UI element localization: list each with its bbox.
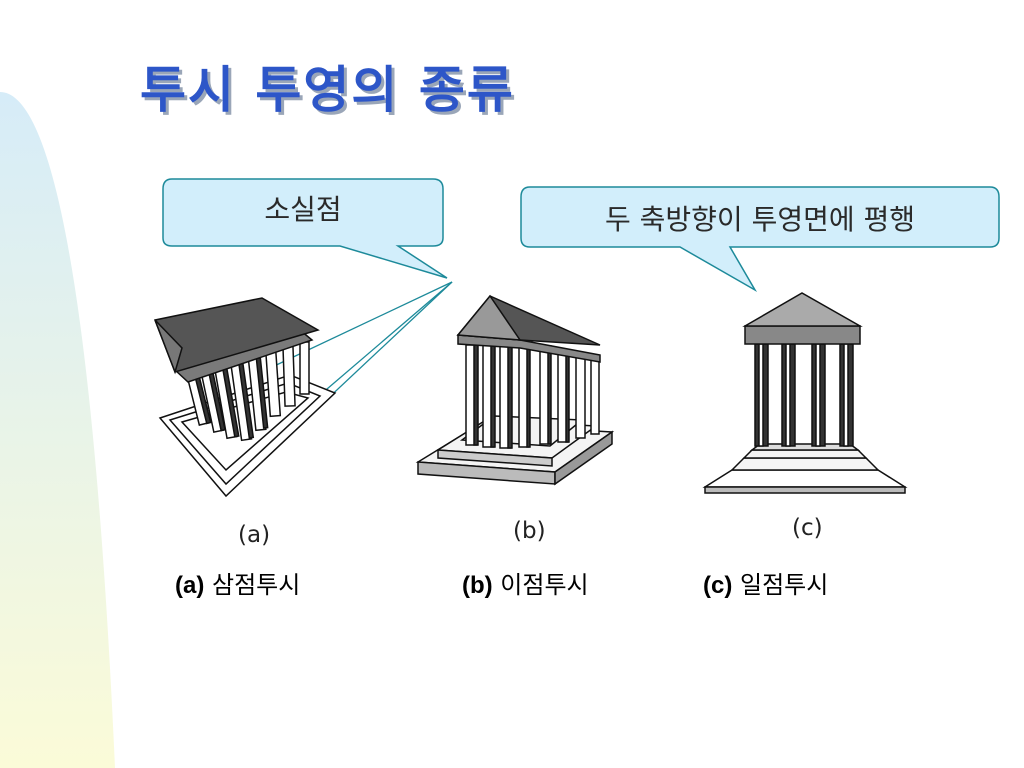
figure-letter-a: (a) [238,522,271,548]
caption-one-point-label: (c) [703,572,733,599]
temple-two-point-illustration [415,294,615,486]
caption-two-point-text: 이점투시 [500,571,589,599]
figure-letter-c: (c) [792,515,823,541]
callout-parallel-axes-text: 두 축방향이 투영면에 평행 [604,203,916,236]
caption-one-point-text: 일점투시 [739,571,829,599]
caption-one-point: (c) 일점투시 [703,565,828,600]
callout-vanishing-point [162,178,448,279]
figure-letter-b: (b) [513,518,546,544]
sidebar-gradient-decoration [0,92,115,768]
callout-vanishing-point-text: 소실점 [264,193,342,226]
temple-one-point-illustration [702,292,908,494]
temple-three-point-illustration [153,297,337,498]
callout-parallel-axes [520,186,1000,293]
page-title: 투시 투영의 종류 [140,61,515,119]
caption-two-point: (b) 이점투시 [462,565,589,600]
caption-three-point: (a) 삼점투시 [175,565,300,600]
caption-two-point-label: (b) [462,572,493,599]
caption-three-point-text: 삼점투시 [211,571,301,599]
caption-three-point-label: (a) [175,572,205,599]
